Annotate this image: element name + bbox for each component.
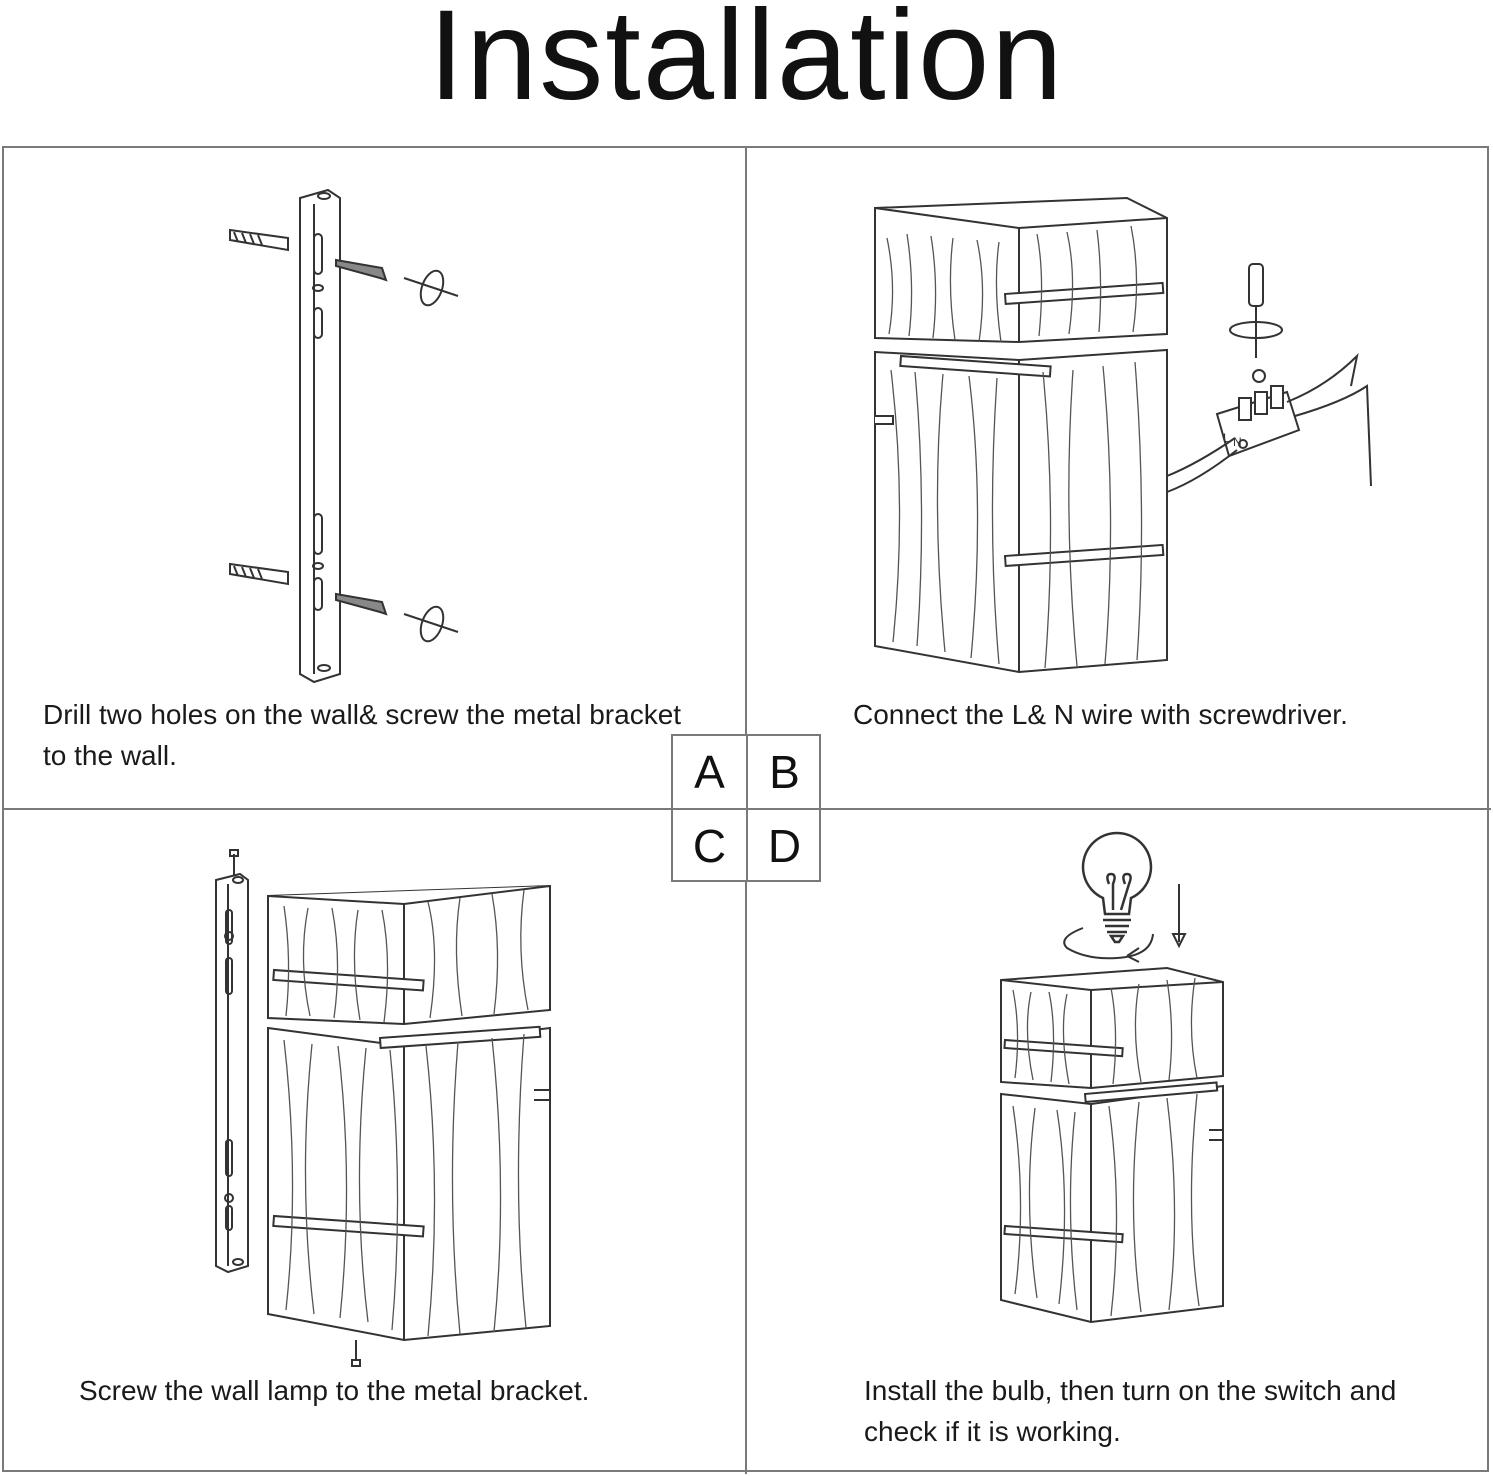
step-key: A B C D [671,734,821,882]
step-key-b: B [769,746,800,798]
wall-anchor-icon [229,228,289,586]
terminal-label-live: L [1223,431,1230,445]
mounting-illustration [215,849,551,1367]
wood-grain [1012,977,1200,1317]
mounting-screw-icon [351,1340,361,1367]
step-b-caption: Connect the L& N wire with screwdriver. [853,699,1348,730]
bulb-illustration [1000,831,1224,1324]
step-d-caption: Install the bulb, then turn on the switc… [864,1375,1397,1447]
rotate-arrow-icon [403,269,459,643]
terminal-label-neutral: N [1233,435,1242,449]
wood-grain [283,889,529,1337]
terminal-block-icon [1215,369,1301,458]
wood-screw-icon [335,258,388,616]
down-arrow-icon [1171,884,1187,949]
step-key-a: A [694,746,725,798]
step-key-d: D [767,820,802,872]
rotate-arrow-icon [1063,927,1154,963]
step-key-c: C [692,820,727,872]
light-bulb-icon [1081,831,1153,944]
wood-grain [886,225,1143,669]
bracket-illustration [229,188,459,684]
step-c-caption: Screw the wall lamp to the metal bracket… [79,1375,590,1406]
screwdriver-icon [1229,263,1283,358]
wire [1166,352,1372,493]
step-a-caption: Drill two holes on the wall& screw the m… [43,699,682,771]
step-key-divider-h [673,808,819,810]
wiring-illustration: L N [874,196,1372,674]
page-title: Installation [428,0,1065,127]
